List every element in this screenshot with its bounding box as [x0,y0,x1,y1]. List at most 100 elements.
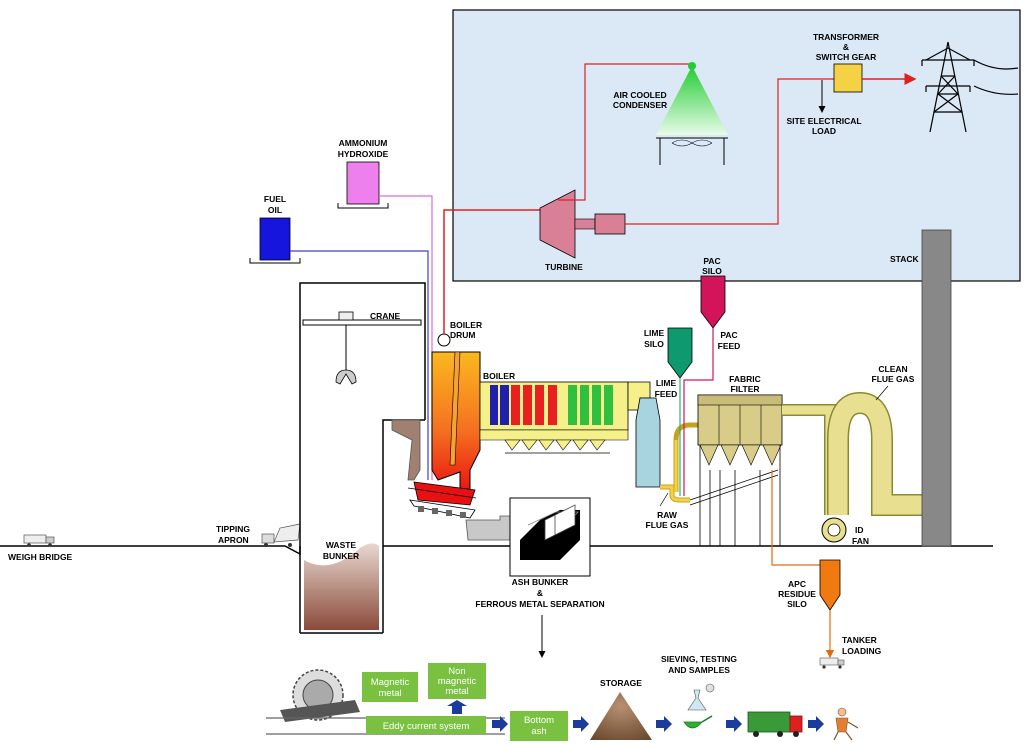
boiler-convective-pass [479,381,651,454]
clean-flue-label-1: CLEAN [878,364,907,374]
magnetic-label-2: metal [378,688,401,699]
transformer-label-3: SWITCH GEAR [816,52,876,62]
bottom-ash-box [510,711,568,741]
boiler-drum-label-1: BOILER [450,320,482,330]
power-line [625,78,834,225]
arrow-right-icon [492,716,508,732]
pac-silo [700,275,726,329]
waste-bunker-label-1: WASTE [326,540,357,550]
ash-bunker-label-3: FERROUS METAL SEPARATION [475,599,604,609]
tipping-truck-icon [261,523,301,547]
waste-bunker-label-2: BUNKER [323,551,359,561]
lime-feed-label-1: LIME [656,378,677,388]
fuel-oil-tank [259,217,291,261]
apc-label-2: RESIDUE [778,589,816,599]
storage-label: STORAGE [600,678,642,688]
waste-bunker-building [299,282,426,634]
crane [302,311,422,385]
steam-line [443,209,540,334]
pac-silo-label-1: PAC [703,256,720,266]
sieving-label-2: AND SAMPLES [668,665,730,675]
exhaust-steam-line [558,63,692,201]
clean-flue-label-2: FLUE GAS [872,374,915,384]
up-arrow-icon [447,700,467,714]
arrow-right-icon [573,716,589,732]
air-cooled-condenser [656,66,728,165]
apc-label-3: SILO [787,599,807,609]
id-fan-label-1: ID [855,525,864,535]
boiler [407,351,511,541]
boiler-drum-label-2: DRUM [450,330,476,340]
transformer-label-2: & [843,42,849,52]
site-load-label-2: LOAD [812,126,836,136]
fuel-oil-label-2: OIL [268,205,282,215]
turbine [539,189,626,259]
turbine-label: TURBINE [545,262,583,272]
arrow-right-icon [726,716,742,732]
raw-flue-label-1: RAW [657,510,678,520]
sieving-label-1: SIEVING, TESTING [661,654,737,664]
lime-silo-label-2: SILO [644,339,664,349]
arrow-right-icon [808,716,824,732]
nonmagnetic-label-3: metal [445,686,468,697]
crane-label: CRANE [370,311,401,321]
raw-flue-label-2: FLUE GAS [646,520,689,530]
reactor [635,397,700,503]
lime-silo [667,327,693,379]
magnetic-label-1: Magnetic [371,677,410,688]
stack [921,229,952,547]
eddy-current-box [366,716,486,734]
fuel-oil-label-1: FUEL [264,194,286,204]
stack-label: STACK [890,254,920,264]
tanker-icon [819,657,845,669]
recycle-truck-icon [747,711,803,737]
ammonium-label-2: HYDROXIDE [338,149,389,159]
bottom-ash-label-1: Bottom [524,715,554,726]
ash-bunker-label-1: ASH BUNKER [512,577,569,587]
ground-line [0,545,993,556]
ash-bunker-label-2: & [537,588,543,598]
lime-feed-label-2: FEED [655,389,678,399]
magnetic-metal-box [362,672,418,702]
fabric-filter-label-2: FILTER [730,384,759,394]
non-magnetic-metal-box [428,663,486,699]
condenser-label-2: CONDENSER [613,100,667,110]
crane-grab-icon [335,369,357,385]
condenser-label-1: AIR COOLED [613,90,666,100]
nonmagnetic-label-1: Non [448,666,465,677]
transformer-label-1: TRANSFORMER [813,32,879,42]
apc-residue-silo [819,559,841,611]
flask-icon [683,683,715,729]
tanker-label-2: LOADING [842,646,882,656]
ash-bunker [509,497,591,577]
tipping-apron-label-2: APRON [218,535,249,545]
pac-feed-label-1: PAC [720,330,737,340]
truck-icon [23,534,55,547]
ammonium-label-1: AMMONIUM [339,138,388,148]
pac-silo-label-2: SILO [702,266,722,276]
tipping-apron-label-1: TIPPING [216,524,250,534]
weigh-bridge-label: WEIGH BRIDGE [8,552,73,562]
nonmagnetic-label-2: magnetic [438,676,477,687]
clean-flue-gas-duct [782,391,922,516]
worker-icon [833,707,859,741]
transformer [833,63,863,93]
fabric-filter-label-1: FABRIC [729,374,761,384]
boiler-drum [437,333,451,347]
tanker-label-1: TANKER [842,635,877,645]
arrow-right-icon [656,716,672,732]
feed-chute [391,419,421,481]
fabric-filter [689,394,783,546]
id-fan-label-2: FAN [852,536,869,546]
boiler-label: BOILER [483,371,515,381]
pylon-icon [921,41,1019,133]
eddy-label: Eddy current system [383,721,470,732]
ammonium-hydroxide-tank [346,161,380,205]
ash-pile-icon [590,692,652,740]
lime-silo-label-1: LIME [644,328,665,338]
site-load-label-1: SITE ELECTRICAL [786,116,861,126]
apc-label-1: APC [788,579,806,589]
fan-icon [821,517,847,543]
bottom-ash-label-2: ash [531,726,546,737]
